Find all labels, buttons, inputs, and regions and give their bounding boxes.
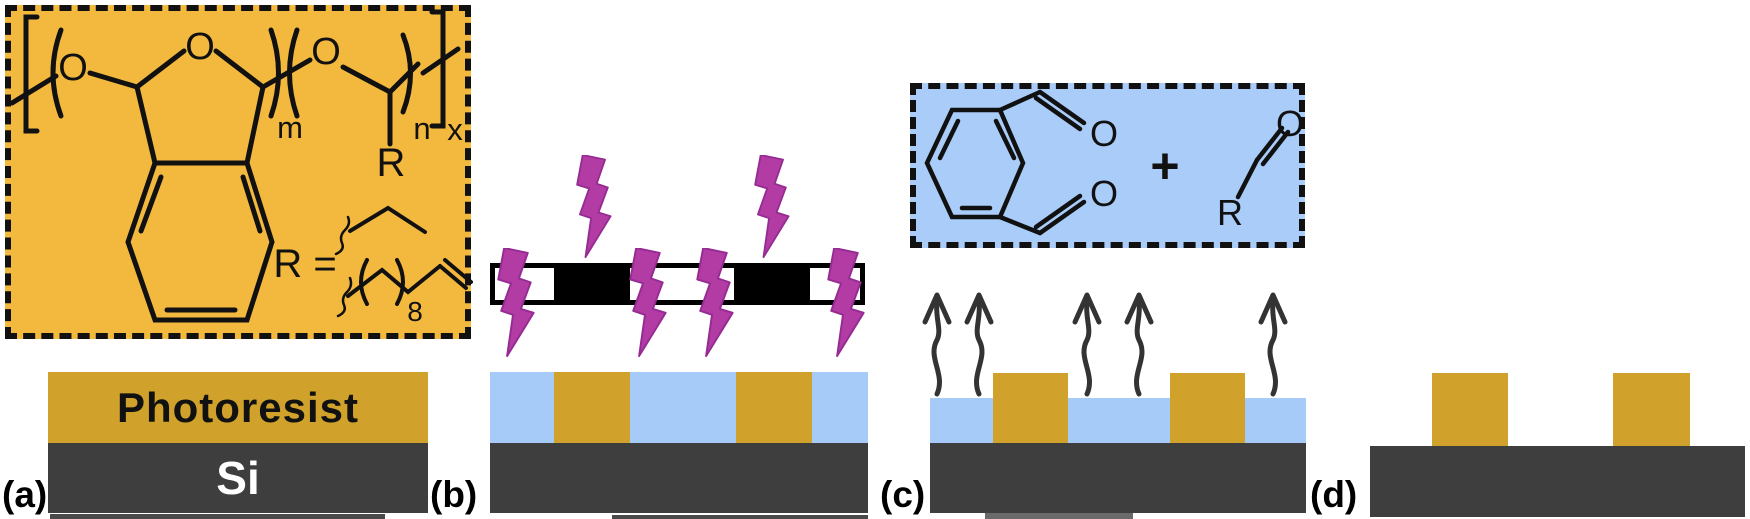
repeat-paren-open-1 <box>50 27 64 119</box>
uv-lightning-icon <box>749 155 791 259</box>
octenyl-chain <box>346 264 442 298</box>
oxygen-label: O <box>1090 113 1118 154</box>
chain-paren-open <box>359 258 369 306</box>
oxygen-label: O <box>311 31 341 73</box>
photomask-opaque-segment <box>554 268 630 300</box>
r-group-label: R <box>1217 192 1243 233</box>
wavy-arrow-icon <box>1122 288 1158 400</box>
chain-link-bond <box>260 57 313 90</box>
benzene-ring <box>924 107 1026 220</box>
vinyl-bond <box>438 264 468 290</box>
wavy-arrow-icon <box>1068 288 1104 400</box>
subscript-m: m <box>277 110 303 145</box>
carbonyl-double-bond <box>1037 89 1087 126</box>
silicon-substrate-a: Si <box>48 443 428 513</box>
exposed-resist-region <box>812 372 868 443</box>
attachment-squiggle <box>334 215 351 256</box>
unexposed-resist-block <box>993 373 1068 443</box>
vinyl-double-bond <box>443 258 473 284</box>
exposed-resist-region <box>630 372 736 443</box>
left-bracket <box>23 14 40 134</box>
unexposed-resist-region <box>736 372 812 443</box>
cropped-figure-edge <box>50 514 385 519</box>
polymer-structure-box: O O O m n x R R = 8 <box>5 5 473 339</box>
r-definition-label: R = <box>273 242 336 286</box>
carbonyl-double-bond <box>1260 129 1291 167</box>
products-structure-drawing: O O + R O <box>924 89 1304 236</box>
polymer-structure-drawing: O O O m n x R R = 8 <box>9 9 473 327</box>
thinned-exposed-resist <box>930 398 1306 443</box>
unexposed-resist-block <box>1170 373 1245 443</box>
oxygen-label: O <box>185 26 215 68</box>
repeat-paren-close-1 <box>268 27 281 119</box>
phthalaldehyde-structure <box>924 89 1087 236</box>
silicon-label: Si <box>216 452 260 504</box>
r-group-definitions <box>334 205 473 318</box>
chain-paren-close <box>395 258 405 306</box>
silicon-substrate-c <box>930 443 1306 513</box>
repeat-paren-close-2 <box>400 32 413 115</box>
polymer-backbone <box>9 9 461 323</box>
unexposed-resist-region <box>554 372 630 443</box>
carbonyl-double-bond <box>1033 193 1083 230</box>
final-resist-block <box>1432 373 1508 446</box>
subscript-x: x <box>447 112 463 147</box>
panel-label-c: (c) <box>880 474 926 515</box>
subscript-n: n <box>413 111 430 146</box>
uv-lightning-icon <box>822 248 866 358</box>
photomask <box>490 263 865 305</box>
cropped-figure-edge <box>985 513 1133 519</box>
photomask-opaque-segment <box>734 268 810 300</box>
panel-label-d: (d) <box>1310 474 1358 515</box>
uv-lightning-icon <box>492 248 536 358</box>
cropped-figure-edge <box>612 515 868 519</box>
plus-sign: + <box>1150 138 1179 194</box>
wavy-arrow-icon <box>1254 288 1290 400</box>
oxygen-label: O <box>1090 173 1118 214</box>
wavy-arrow-icon <box>918 288 954 400</box>
silicon-substrate-b <box>490 443 868 513</box>
uv-lightning-icon <box>691 248 735 358</box>
polymer-labels: O O O m n x R R = 8 <box>58 26 463 327</box>
attachment-squiggle <box>336 276 353 318</box>
product-labels: O O + R O <box>1090 103 1304 233</box>
final-resist-block <box>1613 373 1690 446</box>
benzene-ring <box>125 160 275 323</box>
carbonyl-double-bond <box>1037 199 1087 236</box>
uv-lightning-icon <box>624 248 668 358</box>
carbonyl-double-bond <box>1033 95 1083 132</box>
panel-label-b: (b) <box>430 474 478 515</box>
double-bond <box>937 118 961 161</box>
panel-label-a: (a) <box>2 474 48 515</box>
r-pendant-label: R <box>377 141 406 185</box>
ethyl-group <box>348 205 427 234</box>
r-aldehyde-structure <box>1235 125 1291 200</box>
oxygen-label: O <box>58 47 88 89</box>
photoresist-label: Photoresist <box>116 383 360 431</box>
right-bracket <box>429 9 446 129</box>
double-bond <box>993 118 1017 161</box>
oxygen-label: O <box>1276 103 1304 144</box>
degradation-products-box: O O + R O <box>910 83 1305 248</box>
double-bond <box>240 174 263 234</box>
double-bond <box>138 174 164 234</box>
subscript-8: 8 <box>407 296 423 327</box>
carbonyl-double-bond <box>1254 125 1285 163</box>
silicon-substrate-d <box>1370 446 1745 517</box>
uv-lightning-icon <box>571 155 613 259</box>
photoresist-layer: Photoresist <box>48 372 428 443</box>
chain-entry-bond <box>9 73 59 106</box>
exposed-resist-region <box>490 372 554 443</box>
